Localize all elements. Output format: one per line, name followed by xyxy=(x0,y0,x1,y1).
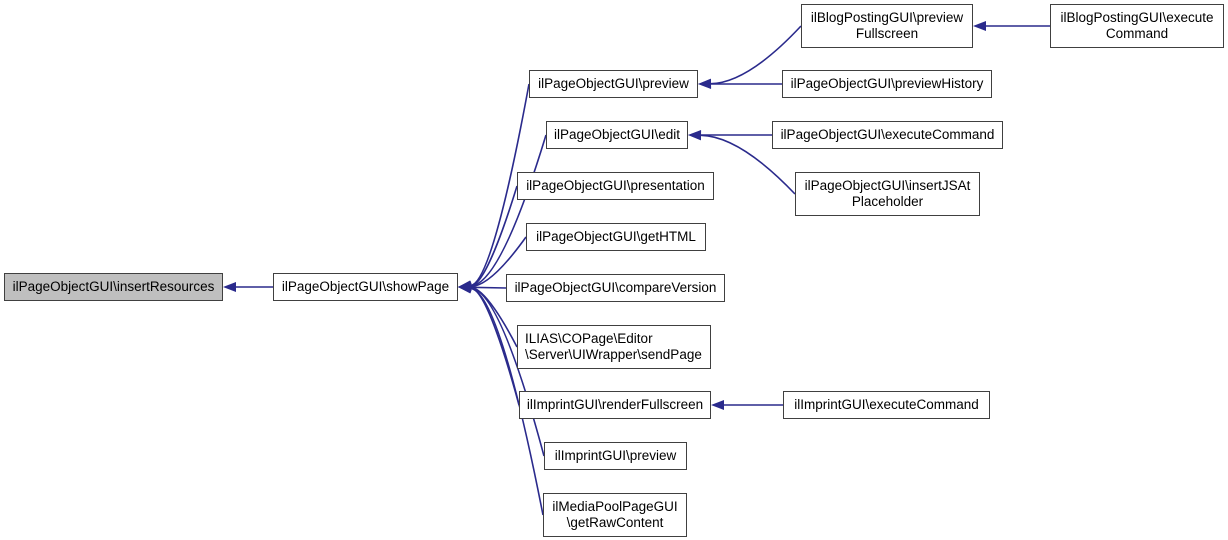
graph-node-label: ilImprintGUI\executeCommand xyxy=(794,397,979,412)
graph-edge-e-imprintexecutecommand-renderfullscreen xyxy=(711,400,783,410)
graph-edge-arrowhead xyxy=(973,21,986,31)
graph-node-label: ilImprintGUI\renderFullscreen xyxy=(526,397,704,412)
graph-node-label: ilPageObjectGUI\compareVersion xyxy=(514,280,717,295)
graph-edge-arrowhead xyxy=(688,130,701,140)
graph-edge-e-previewhistory-preview xyxy=(698,79,782,89)
graph-edge-line xyxy=(470,185,518,287)
graph-edge-line xyxy=(470,287,520,406)
graph-node-label: ilPageObjectGUI\previewHistory xyxy=(790,76,984,91)
graph-node-sendPage[interactable]: ILIAS\COPage\Editor \Server\UIWrapper\se… xyxy=(517,325,711,369)
graph-node-showPage[interactable]: ilPageObjectGUI\showPage xyxy=(273,273,458,301)
graph-edge-e-showpage-insertresources xyxy=(223,282,273,292)
graph-edge-arrowhead xyxy=(458,281,472,291)
graph-node-label: ilMediaPoolPageGUI \getRawContent xyxy=(552,499,678,530)
graph-node-imprintPreview[interactable]: ilImprintGUI\preview xyxy=(544,442,687,470)
graph-node-renderFullscreen[interactable]: ilImprintGUI\renderFullscreen xyxy=(519,391,711,419)
graph-node-label: ilPageObjectGUI\insertResources xyxy=(12,279,215,294)
graph-edge-arrowhead xyxy=(458,282,472,293)
graph-edge-arrowhead xyxy=(458,283,472,294)
graph-node-preview[interactable]: ilPageObjectGUI\preview xyxy=(529,70,698,98)
graph-node-label: ilPageObjectGUI\insertJSAt Placeholder xyxy=(804,178,971,209)
graph-node-label: ilPageObjectGUI\presentation xyxy=(526,178,705,193)
graph-edge-arrowhead xyxy=(698,79,711,89)
graph-node-compareVersion[interactable]: ilPageObjectGUI\compareVersion xyxy=(506,274,725,302)
graph-edge-line xyxy=(470,287,545,457)
graph-node-label: ilPageObjectGUI\getHTML xyxy=(536,229,696,244)
graph-edge-line xyxy=(470,134,547,287)
graph-node-previewFullscreen[interactable]: ilBlogPostingGUI\preview Fullscreen xyxy=(801,4,973,48)
graph-edge-line xyxy=(470,286,507,289)
graph-edge-arrowhead xyxy=(458,281,472,291)
graph-node-label: ilPageObjectGUI\edit xyxy=(553,127,681,142)
graph-node-label: ILIAS\COPage\Editor \Server\UIWrapper\se… xyxy=(525,331,702,362)
graph-node-label: ilPageObjectGUI\preview xyxy=(538,76,689,91)
graph-edge-arrowhead xyxy=(688,130,702,141)
graph-node-edit[interactable]: ilPageObjectGUI\edit xyxy=(546,121,688,149)
graph-node-blogExecuteCommand[interactable]: ilBlogPostingGUI\execute Command xyxy=(1050,4,1224,48)
graph-node-imprintExecuteCommand[interactable]: ilImprintGUI\executeCommand xyxy=(783,391,990,419)
graph-edge-arrowhead xyxy=(458,283,472,294)
graph-node-label: ilBlogPostingGUI\execute Command xyxy=(1060,10,1214,41)
graph-node-label: ilBlogPostingGUI\preview Fullscreen xyxy=(810,10,964,41)
graph-edge-arrowhead xyxy=(458,280,472,291)
graph-node-insertJSAtPlaceholder[interactable]: ilPageObjectGUI\insertJSAt Placeholder xyxy=(795,172,980,216)
graph-edge-e-compareversion-showpage xyxy=(458,282,507,293)
graph-node-label: ilPageObjectGUI\executeCommand xyxy=(780,127,995,142)
graph-edge-arrowhead xyxy=(458,282,472,293)
graph-edge-e-edit-showpage xyxy=(458,134,547,291)
graph-edge-e-imprintpreview-showpage xyxy=(458,283,545,457)
graph-node-pageExecuteCommand[interactable]: ilPageObjectGUI\executeCommand xyxy=(772,121,1003,149)
graph-node-label: ilPageObjectGUI\showPage xyxy=(281,279,450,294)
graph-node-insertResources[interactable]: ilPageObjectGUI\insertResources xyxy=(4,273,223,301)
graph-edge-arrowhead xyxy=(223,282,236,292)
graph-node-previewHistory[interactable]: ilPageObjectGUI\previewHistory xyxy=(782,70,992,98)
graph-node-getRawContent[interactable]: ilMediaPoolPageGUI \getRawContent xyxy=(543,493,687,537)
graph-edge-arrowhead xyxy=(458,283,472,294)
graph-edge-arrowhead xyxy=(711,400,724,410)
graph-node-getHTML[interactable]: ilPageObjectGUI\getHTML xyxy=(526,223,706,251)
graph-edge-e-blogexecutecommand-previewfullscreen xyxy=(973,21,1050,31)
graph-edge-arrowhead xyxy=(458,281,472,292)
graph-node-presentation[interactable]: ilPageObjectGUI\presentation xyxy=(517,172,714,200)
graph-node-label: ilImprintGUI\preview xyxy=(554,448,677,463)
graph-edge-e-pageexecutecommand-edit xyxy=(688,130,772,140)
graph-edge-arrowhead xyxy=(698,78,712,89)
